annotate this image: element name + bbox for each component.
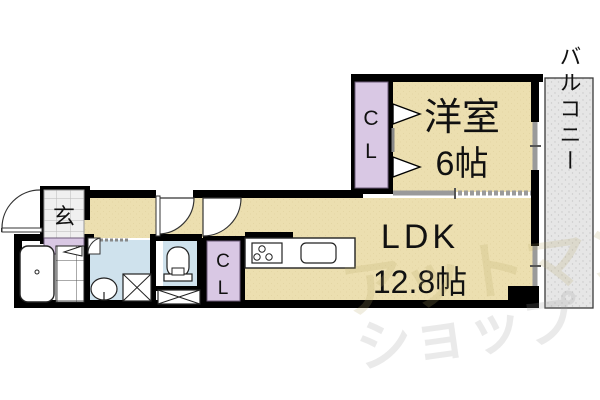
room-labels: 洋室 6帖 LDK 12.8帖: [373, 97, 500, 300]
closet-hall-label-c: C: [216, 251, 230, 272]
bath-door-arc: [87, 237, 101, 255]
balcony: バルコニー: [544, 45, 594, 309]
closet-door-triangle-top: [392, 102, 423, 126]
hall-door-1-arc: [157, 197, 195, 235]
balcony-outline: [544, 77, 594, 309]
wall-ldk-top-left: [193, 190, 355, 198]
balcony-fill: [545, 78, 593, 308]
hall-door-1-leaf: [155, 195, 161, 237]
wall-bedroom-right-lower: [531, 170, 539, 198]
wall-entry-left: [40, 186, 44, 244]
wall-bedroom-right-upper: [531, 74, 539, 122]
openings: [393, 122, 541, 286]
ldk-size-label: 12.8帖: [373, 264, 467, 300]
wall-cl-hall-top: [203, 236, 245, 241]
closet-bedroom-label-l: L: [365, 140, 377, 163]
wall-far-left: [14, 234, 22, 308]
pillar-bottom-right: [508, 286, 539, 308]
closet-door-triangle-bottom: [392, 155, 423, 179]
wall-cl-hall-right: [240, 240, 245, 302]
closet-hall: [206, 240, 241, 302]
wall-cl-bed-bottom: [351, 188, 393, 194]
wall-toilet-right: [197, 238, 203, 308]
bathtub-drain-icon: [34, 269, 40, 275]
bedroom-name-label: 洋室: [424, 97, 500, 139]
wall-bath-wash: [84, 238, 90, 308]
hall-door-2-arc: [202, 197, 242, 237]
stove-burner-2-icon: [253, 253, 261, 261]
wall-bottom: [14, 300, 539, 308]
washing-machine-cross-icon: [122, 273, 152, 302]
wall-toilet-bottom: [156, 286, 202, 291]
toilet-seat-icon: [171, 267, 185, 276]
wall-wash-toilet: [150, 238, 156, 308]
balcony-label: バルコニー: [557, 45, 582, 175]
closet-hall-label-l: L: [218, 278, 229, 299]
wall-kitchen-stub: [245, 232, 293, 239]
closet-bedroom: [354, 81, 389, 189]
front-door-panel: [1, 227, 43, 233]
kitchen-sink: [300, 242, 337, 264]
wall-wash-top: [150, 234, 202, 241]
entrance-area: 玄: [1, 189, 85, 255]
stove-burner-1-icon: [258, 245, 266, 253]
wall-entry-top: [40, 186, 90, 190]
washroom: [90, 238, 152, 302]
wall-cl-bed-left: [351, 82, 355, 192]
ldk-name-label: LDK: [381, 218, 459, 256]
wall-cl-bed-right: [388, 82, 393, 192]
wall-cl-hall-left: [203, 240, 207, 302]
wall-ldk-right-upper: [531, 198, 539, 246]
storage-cross-icon: [157, 289, 201, 305]
bathroom: [19, 245, 85, 303]
entrance-tiles: [43, 189, 85, 239]
stove-burner-3-icon: [265, 253, 273, 261]
wall-bedroom-top: [351, 74, 543, 82]
hallway-doors: [87, 195, 242, 255]
wall-entry-right: [84, 190, 90, 220]
kitchen: [244, 237, 356, 269]
wall-hall-top: [76, 190, 156, 198]
shower-head-icon: [62, 245, 83, 257]
bedroom-size-label: 6帖: [436, 145, 489, 183]
front-door-arc: [1, 189, 41, 229]
closets: C L C L: [206, 81, 423, 302]
toilet-room: [157, 246, 201, 305]
entrance-label: 玄: [53, 204, 75, 229]
closet-bedroom-label-c: C: [363, 107, 378, 130]
